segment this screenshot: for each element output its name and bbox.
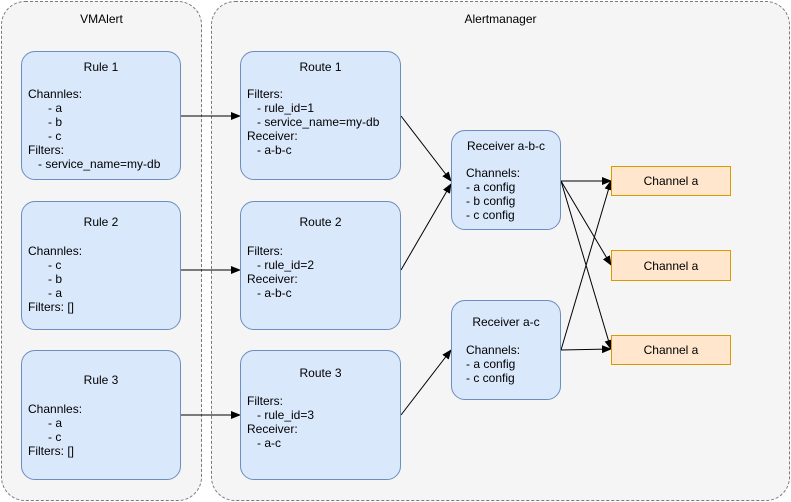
route-1-title: Route 1 [299, 60, 342, 74]
receiver-ac-title: Receiver a-c [472, 315, 540, 329]
receiver-ac-body: Channels: - a config - c config [466, 343, 521, 385]
route-3-body: Filters: - rule_id=3 Receiver: - a-c [247, 394, 315, 450]
rule-3-title: Rule 3 [83, 373, 119, 387]
channel-1-label: Channel a [643, 174, 699, 188]
channel-2-label: Channel a [643, 258, 699, 273]
receiver-ac-box: Receiver a-c Channels: - a config - c co… [451, 300, 561, 400]
route-2-title: Route 2 [299, 215, 342, 229]
edge-route3-receiver-ac [400, 349, 452, 416]
channel-3: Channel a [611, 335, 731, 365]
rule-2-body: Channles: - c - b - a Filters: [] [28, 244, 83, 314]
edge-ac-channel3 [560, 345, 612, 354]
rule-1-body: Channles: - a - b - c Filters: - service… [28, 87, 161, 171]
route-1-box: Route 1 Filters: - rule_id=1 - service_n… [240, 51, 401, 180]
route-1-body: Filters: - rule_id=1 - service_name=my-d… [247, 87, 380, 157]
vmalert-group-title: VMAlert [80, 12, 123, 26]
channel-2: Channel a [611, 250, 731, 281]
rule-3-box: Rule 3 Channles: - a - c Filters: [] [21, 350, 181, 480]
receiver-abc-body: Channels: - a config - b config - c conf… [466, 166, 521, 222]
rule-3-body: Channles: - a - c Filters: [] [28, 402, 83, 458]
channel-1: Channel a [611, 166, 731, 196]
rule-1-title: Rule 1 [83, 60, 119, 74]
edge-route1-receiver-abc [400, 115, 452, 182]
route-3-box: Route 3 Filters: - rule_id=3 Receiver: -… [240, 350, 401, 480]
rule-1-box: Rule 1 Channles: - a - b - c Filters: - … [21, 51, 181, 180]
route-2-box: Route 2 Filters: - rule_id=2 Receiver: -… [240, 201, 401, 330]
receiver-abc-title: Receiver a-b-c [466, 139, 546, 153]
edge-abc-channel2 [560, 180, 612, 266]
alertmanager-group-title: Alertmanager [464, 12, 537, 26]
receiver-abc-box: Receiver a-b-c Channels: - a config - b … [451, 130, 561, 230]
edge-ac-channel1 [560, 180, 613, 351]
rule-2-box: Rule 2 Channles: - c - b - a Filters: [] [21, 201, 181, 330]
route-2-body: Filters: - rule_id=2 Receiver: - a-b-c [247, 244, 315, 300]
route-3-title: Route 3 [299, 366, 342, 380]
channel-3-label: Channel a [643, 343, 699, 357]
edge-route2-receiver-abc [400, 183, 452, 271]
rule-2-title: Rule 2 [83, 215, 119, 229]
